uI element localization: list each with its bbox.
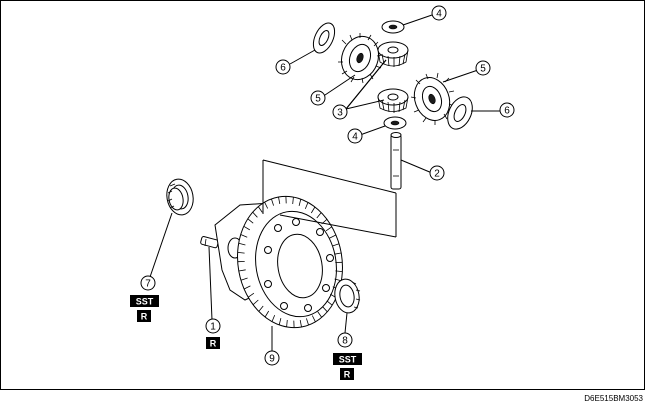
side-gear-left <box>338 33 383 84</box>
callout-6b: 6 <box>499 102 515 118</box>
callout-2: 2 <box>429 165 445 181</box>
differential-case-ring-gear <box>214 195 343 329</box>
svg-text:8: 8 <box>342 336 348 347</box>
callout-3: 3 <box>332 104 348 120</box>
r-badge-7: R <box>137 310 151 322</box>
svg-text:R: R <box>210 339 217 349</box>
knock-pin <box>200 236 219 249</box>
callout-5a: 5 <box>310 90 326 106</box>
drawing-code: D6E515BM3053 <box>584 394 643 403</box>
pinion-washer-upper <box>381 20 405 34</box>
callout-6a: 6 <box>275 59 291 75</box>
pinion-shaft <box>390 132 402 190</box>
callout-8: 8 <box>337 332 353 348</box>
bearing-left <box>166 178 194 216</box>
svg-text:2: 2 <box>434 169 440 180</box>
r-badge-1: R <box>206 337 220 349</box>
figure-frame <box>0 0 645 390</box>
callout-4b: 4 <box>347 128 363 144</box>
callout-3-bracket <box>345 59 387 110</box>
svg-text:SST: SST <box>136 297 154 307</box>
pinion-gear-lower <box>377 88 409 113</box>
svg-text:7: 7 <box>145 279 151 290</box>
assembly-guide-lines <box>262 159 397 238</box>
svg-text:6: 6 <box>504 106 510 117</box>
callout-7: 7 <box>140 275 156 291</box>
pinion-washer-lower <box>383 116 407 130</box>
svg-text:1: 1 <box>210 322 216 333</box>
callout-1: 1 <box>205 318 221 334</box>
r-badge-8: R <box>340 368 354 380</box>
pinion-gear-upper <box>377 41 409 67</box>
sst-badge-7: SST <box>130 295 159 307</box>
svg-text:4: 4 <box>436 9 442 20</box>
svg-text:SST: SST <box>339 355 357 365</box>
sst-badge-8: SST <box>333 353 362 365</box>
svg-text:R: R <box>141 312 148 322</box>
svg-text:5: 5 <box>315 94 321 105</box>
svg-text:9: 9 <box>269 354 275 365</box>
side-gear-right <box>410 72 455 125</box>
svg-text:3: 3 <box>337 108 343 119</box>
bearing-right <box>334 278 361 314</box>
svg-text:R: R <box>344 370 351 380</box>
callout-4a: 4 <box>431 5 447 21</box>
callout-5b: 5 <box>475 60 491 76</box>
callout-9: 9 <box>264 350 280 366</box>
svg-text:4: 4 <box>352 132 358 143</box>
svg-text:5: 5 <box>480 64 486 75</box>
thrust-washer-lower <box>447 96 473 130</box>
thrust-washer-upper <box>312 22 336 54</box>
svg-text:6: 6 <box>280 63 286 74</box>
